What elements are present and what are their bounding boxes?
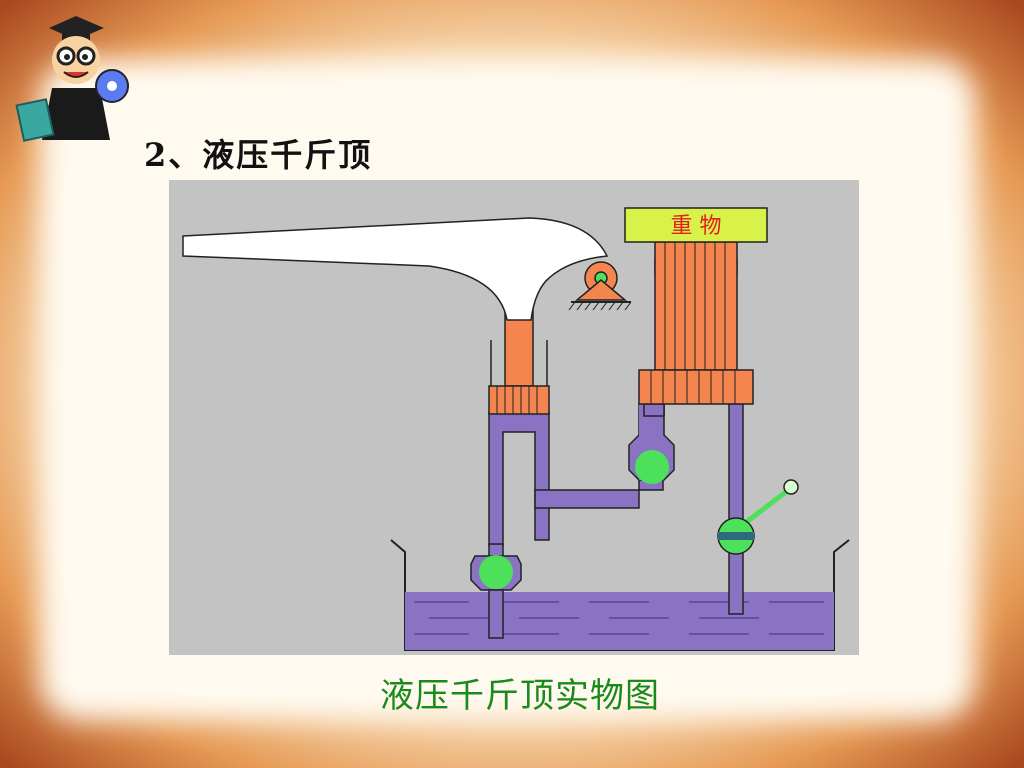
load-block: 重 物 (624, 207, 768, 243)
slide-title: 2、液压千斤顶 (144, 136, 373, 174)
outlet-check-ball (635, 450, 669, 484)
lever-pivot (568, 261, 632, 311)
cd-disc-icon (95, 69, 129, 103)
cartoon-scholar-icon (15, 16, 129, 142)
large-ram (638, 241, 754, 405)
inlet-check-ball (479, 555, 513, 589)
lever-handle (182, 217, 609, 321)
release-valve (717, 479, 799, 555)
oil-reservoir (390, 539, 850, 651)
load-label: 重 物 (671, 214, 722, 239)
diagram-caption: 液压千斤顶实物图 (380, 676, 660, 716)
hydraulic-jack-diagram: 重 物 (169, 180, 859, 655)
